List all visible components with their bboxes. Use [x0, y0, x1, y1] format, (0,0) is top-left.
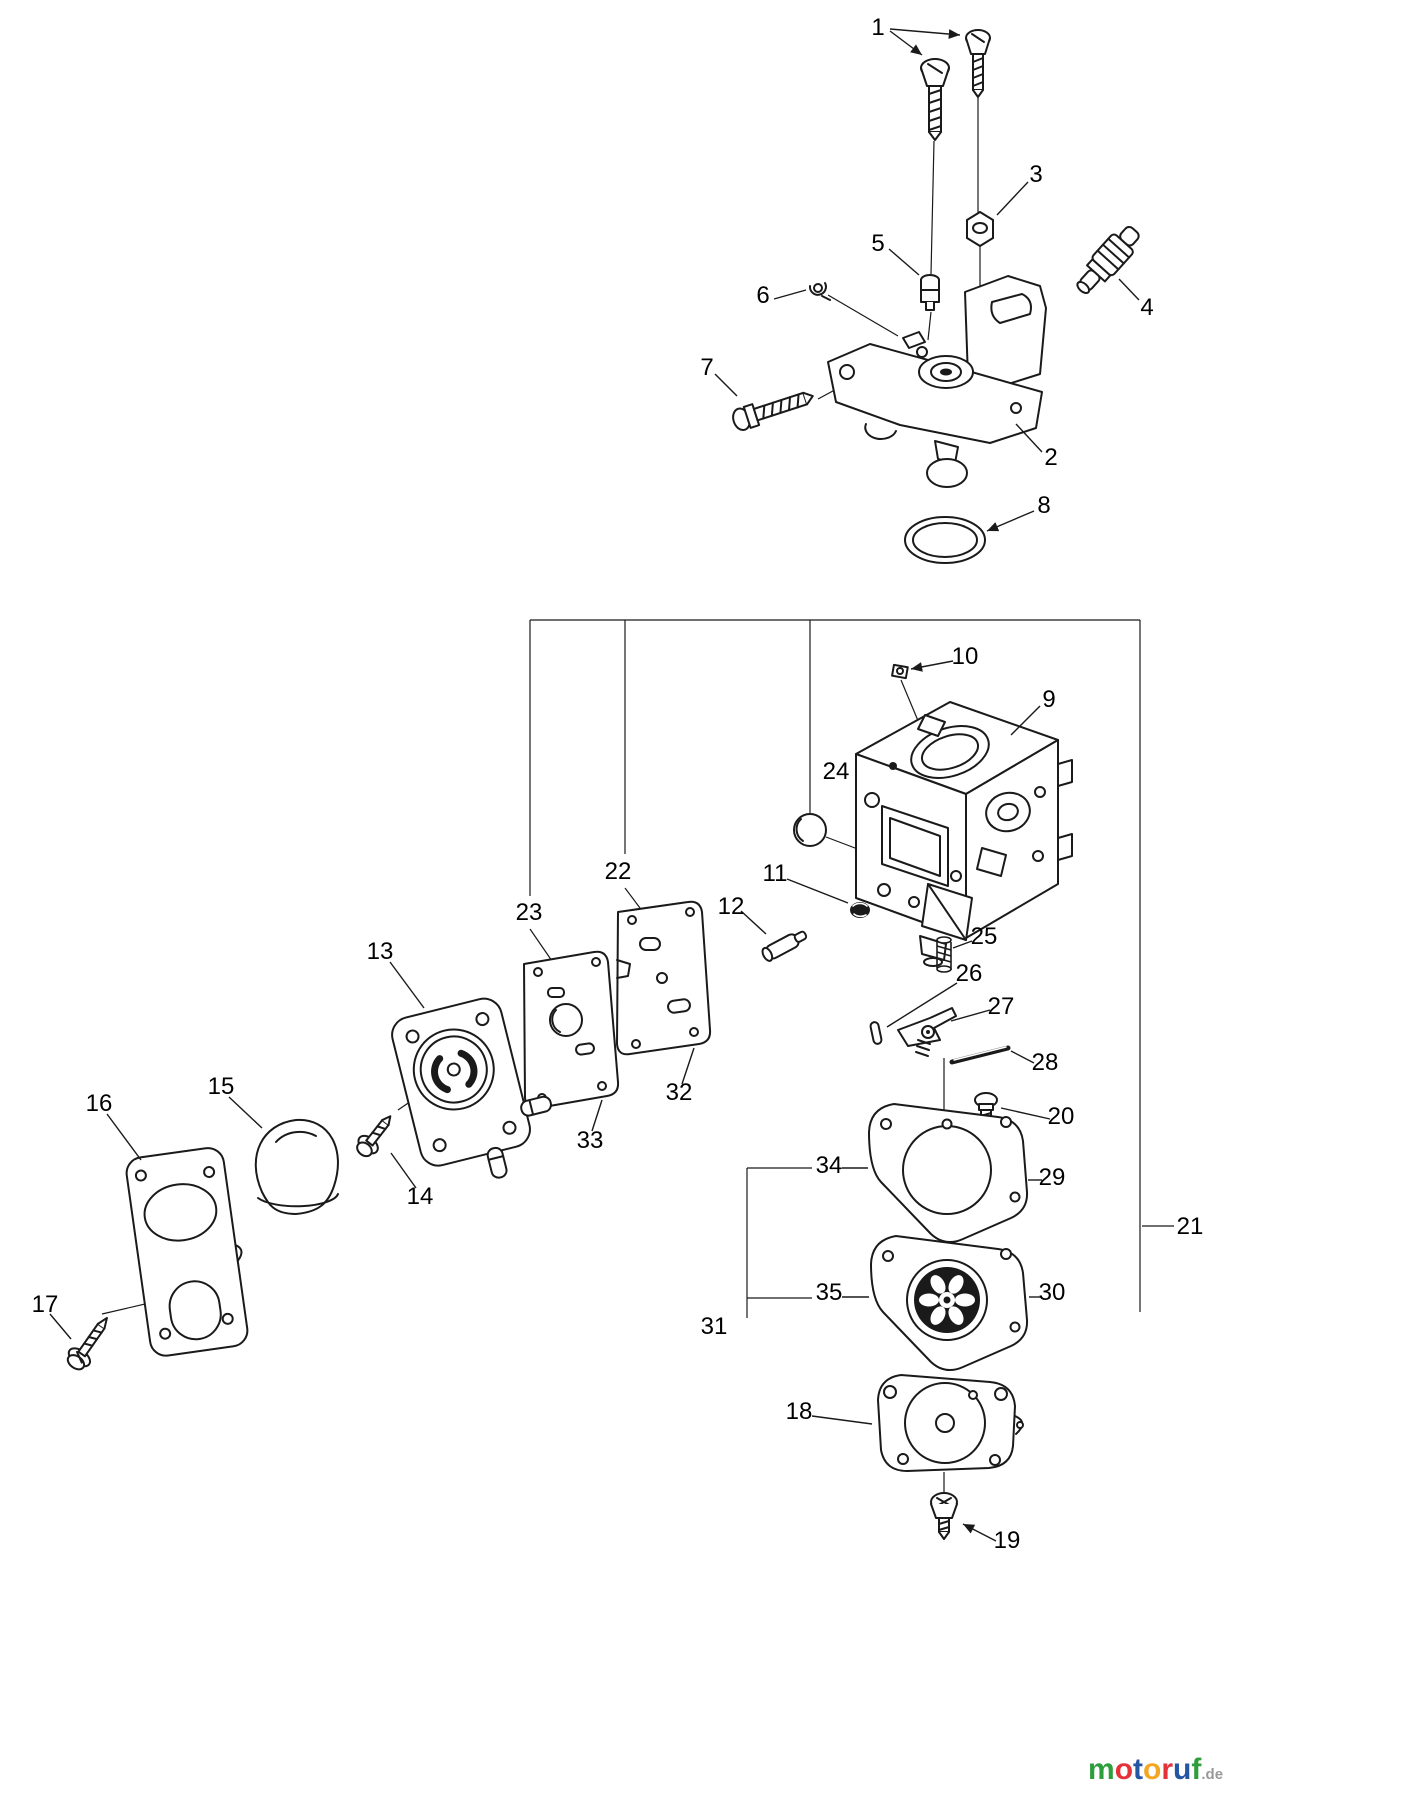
callout-33: 33: [577, 1127, 604, 1154]
callout-7: 7: [700, 354, 713, 381]
part-14-screw: [356, 1115, 392, 1158]
part-24-welch-plug: [793, 813, 827, 847]
callout-9: 9: [1042, 686, 1055, 713]
callout-4: 4: [1140, 294, 1153, 321]
part-26-pin: [869, 1021, 883, 1045]
callout-10: 10: [952, 643, 979, 670]
callout-20: 20: [1048, 1103, 1075, 1130]
group-bracket-lines: [529, 619, 1174, 1318]
callout-12: 12: [718, 893, 745, 920]
callout-19: 19: [994, 1527, 1021, 1554]
callout-14: 14: [407, 1183, 434, 1210]
callout-35: 35: [816, 1279, 843, 1306]
part-4-fitting: [1076, 225, 1140, 295]
part-30-metering-diaphragm: [870, 1235, 1029, 1372]
callout-25: 25: [971, 923, 998, 950]
callout-17: 17: [32, 1291, 59, 1318]
callout-23: 23: [516, 899, 543, 926]
callout-32: 32: [666, 1079, 693, 1106]
callout-29: 29: [1039, 1164, 1066, 1191]
part-16-primer-plate: [125, 1147, 249, 1357]
watermark-suffix: .de: [1201, 1766, 1223, 1783]
callout-28: 28: [1032, 1049, 1059, 1076]
part-1-screw-a: [920, 58, 950, 141]
callout-31: 31: [701, 1313, 728, 1340]
callout-16: 16: [86, 1090, 113, 1117]
callout-27: 27: [988, 993, 1015, 1020]
callout-1: 1: [871, 14, 884, 41]
part-17-screw: [66, 1316, 108, 1371]
part-1-screw-b: [965, 29, 991, 98]
part-28-pin: [949, 1045, 1011, 1065]
callout-24: 24: [823, 758, 850, 785]
part-15-primer-bulb: [254, 1118, 339, 1215]
callout-30: 30: [1039, 1279, 1066, 1306]
callout-26: 26: [956, 960, 983, 987]
part-18-metering-cover: [877, 1374, 1024, 1472]
callout-labels: 1 2 3 4 5 6 7 8 9 10 11 12 13 14 15 16 1…: [32, 14, 1204, 1554]
callout-21: 21: [1177, 1213, 1204, 1240]
part-9-carburetor-body: [855, 701, 1073, 967]
part-6-clip: [808, 282, 831, 301]
callout-2: 2: [1044, 444, 1057, 471]
part-2-pump-bracket: [827, 275, 1047, 488]
part-23-pump-diaphragm: [523, 950, 620, 1110]
watermark-logo: motoruf.de: [1088, 1753, 1223, 1786]
callout-11: 11: [763, 860, 788, 887]
part-3-nut: [966, 211, 994, 247]
callout-8: 8: [1037, 492, 1050, 519]
callout-34: 34: [816, 1152, 843, 1179]
part-10-nut: [891, 663, 909, 680]
callout-13: 13: [367, 938, 394, 965]
part-5-valve: [920, 274, 940, 311]
part-11-plug-screw: [850, 902, 870, 918]
callout-18: 18: [786, 1398, 813, 1425]
part-19-screw: [930, 1492, 958, 1540]
part-25-spring: [936, 936, 952, 973]
callout-5: 5: [871, 230, 884, 257]
part-29-metering-gasket: [868, 1103, 1029, 1244]
part-27-metering-lever: [897, 1007, 957, 1057]
part-12-check-valve: [761, 930, 808, 962]
callout-15: 15: [208, 1073, 235, 1100]
callout-6: 6: [756, 282, 769, 309]
callout-3: 3: [1029, 161, 1042, 188]
part-13-pump-body: [391, 997, 552, 1179]
part-22-pump-gasket: [616, 900, 712, 1056]
part-7-screw: [732, 391, 814, 432]
part-8-o-ring: [904, 516, 986, 564]
leader-lines: [49, 28, 1140, 1542]
callout-22: 22: [605, 858, 632, 885]
